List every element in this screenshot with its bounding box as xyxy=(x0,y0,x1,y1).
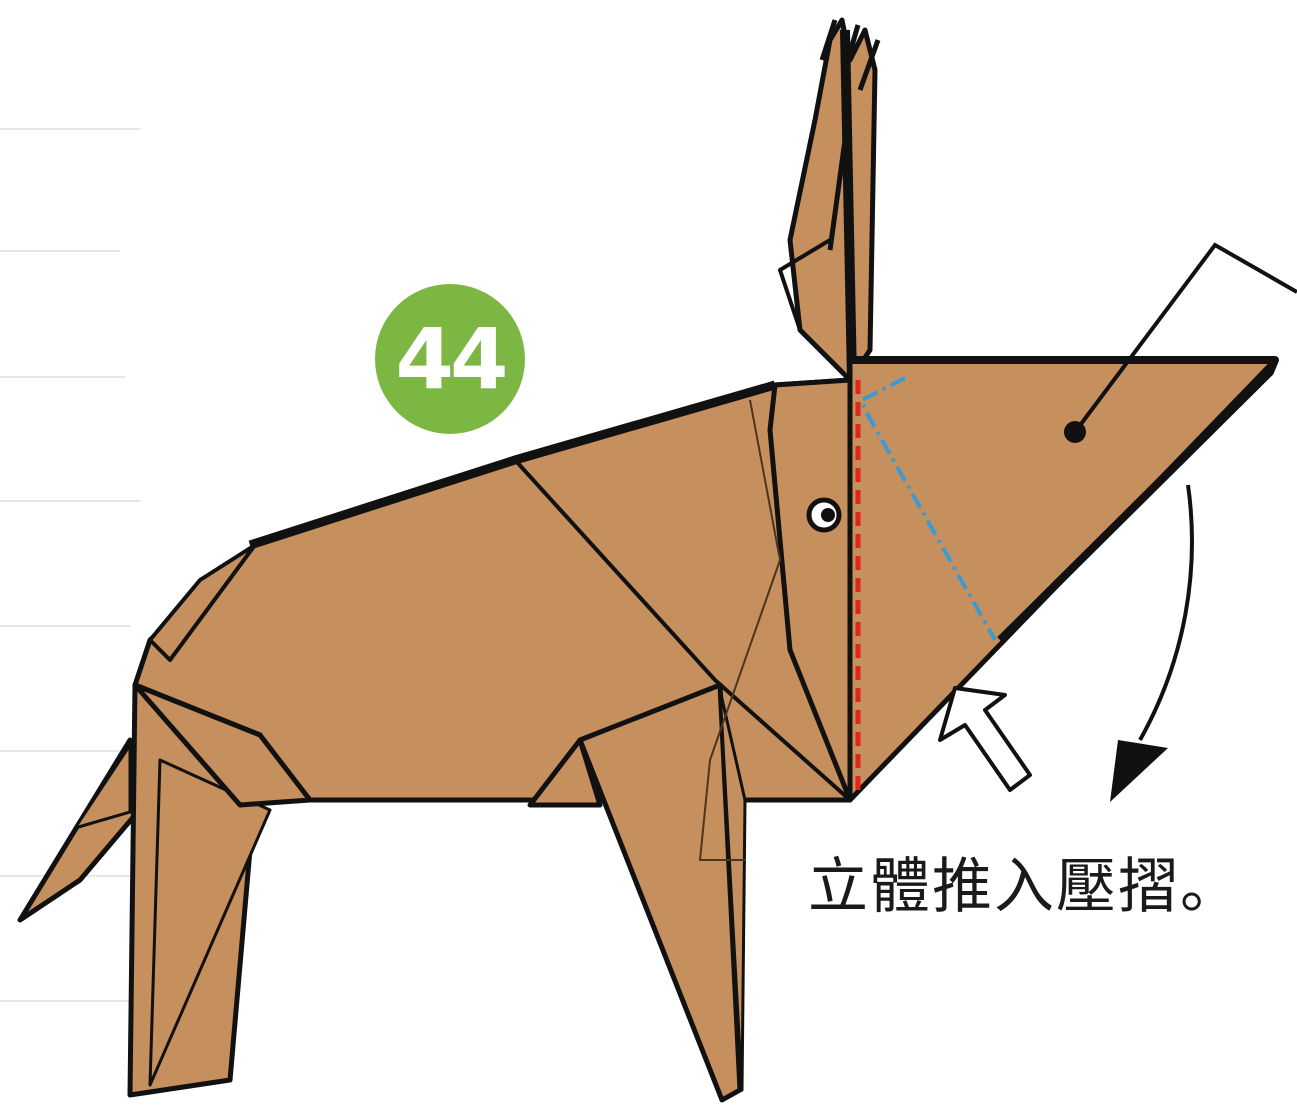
instruction-text: 立體推入壓摺。 xyxy=(808,852,1242,922)
push-arrow-icon xyxy=(938,686,1032,792)
mountain-fold-line xyxy=(859,376,997,641)
tail-fold xyxy=(73,743,132,830)
antler xyxy=(787,17,878,383)
antler-inner xyxy=(778,238,832,331)
eye-icon xyxy=(806,497,842,533)
antler-ridge xyxy=(840,29,857,381)
fold-arrow-curve xyxy=(1138,484,1194,741)
hind-leg-flap xyxy=(132,682,313,808)
hind-leg-inner xyxy=(148,758,272,1087)
shoulder-crease xyxy=(513,458,852,802)
front-leg-flap xyxy=(527,737,603,808)
front-leg-back xyxy=(718,688,747,1092)
neck-crease xyxy=(698,399,782,861)
leader-dot xyxy=(1064,421,1086,443)
front-leg xyxy=(577,682,743,1103)
step-number-badge: 44 xyxy=(375,284,525,434)
neck xyxy=(767,377,853,803)
head-top-edge xyxy=(850,356,1279,643)
antler-tines xyxy=(819,19,881,251)
rump xyxy=(148,543,257,662)
fold-arrow-head xyxy=(1110,740,1168,802)
leader-line xyxy=(1073,242,1297,434)
